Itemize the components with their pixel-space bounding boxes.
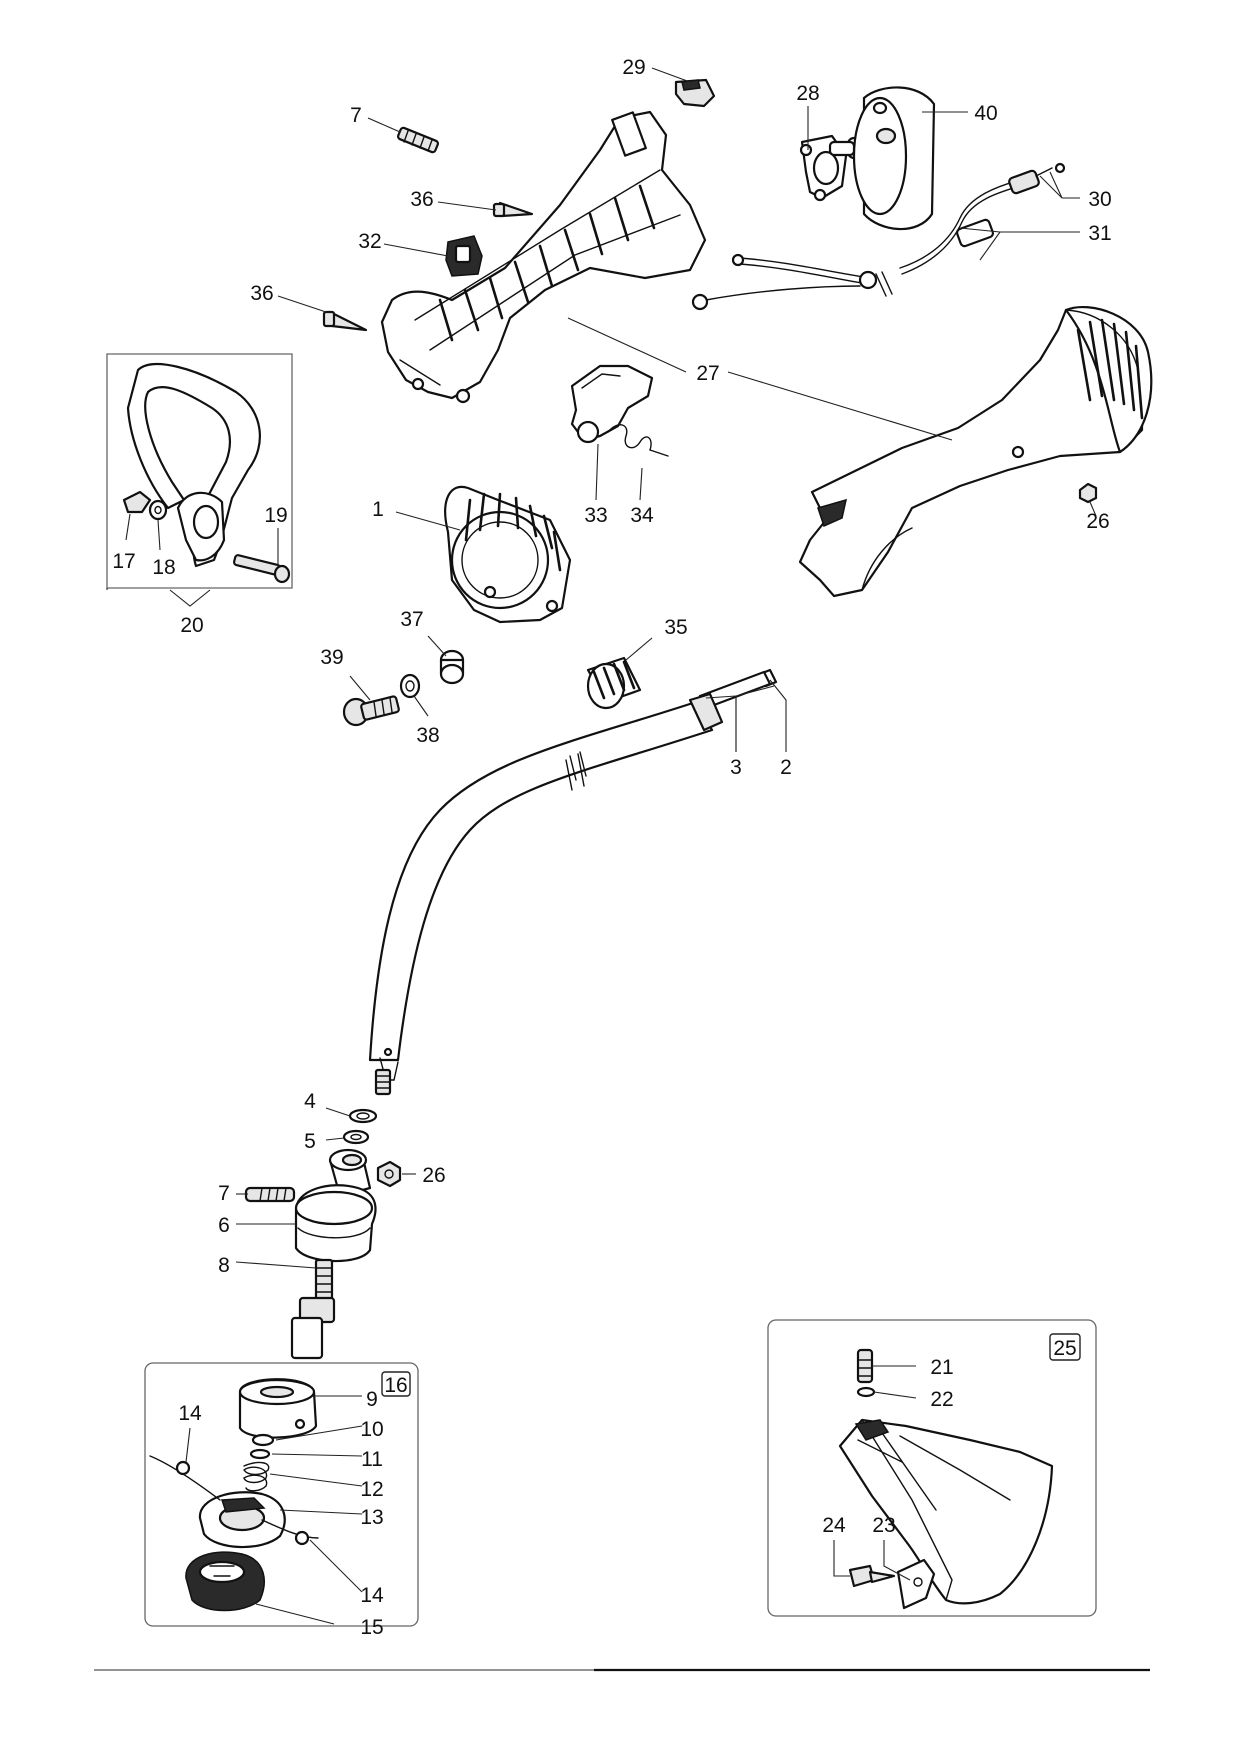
callout-5: 5 xyxy=(304,1130,316,1153)
callout-23: 23 xyxy=(872,1514,895,1537)
part-29-cap xyxy=(674,78,716,108)
callout-36-bottom: 36 xyxy=(250,282,273,305)
callout-11: 11 xyxy=(361,1448,383,1471)
callout-10: 10 xyxy=(360,1418,383,1441)
callout-32: 32 xyxy=(358,230,381,253)
callout-14-bottom: 14 xyxy=(360,1584,384,1607)
part-18-washer xyxy=(148,499,168,521)
callout-25: 25 xyxy=(1053,1337,1076,1360)
callout-27: 27 xyxy=(696,362,719,385)
kit-16-trimmer-head-box xyxy=(144,1362,419,1627)
part-11-washer xyxy=(249,1448,271,1460)
part-27-housing-half-upper xyxy=(380,110,707,404)
part-37-bushing xyxy=(439,649,465,685)
callout-7-top: 7 xyxy=(350,104,362,127)
callout-21: 21 xyxy=(930,1356,953,1379)
part-13-spool xyxy=(198,1491,286,1549)
part-26-nut-upper xyxy=(1078,482,1098,504)
part-12-spring xyxy=(243,1461,270,1492)
part-24-screw xyxy=(848,1564,896,1588)
callout-31: 31 xyxy=(1088,222,1111,245)
part-14-line xyxy=(149,1455,319,1546)
part-35-coupling xyxy=(586,656,642,710)
callout-22: 22 xyxy=(930,1388,953,1411)
callout-4: 4 xyxy=(304,1090,316,1113)
callout-labels: 1 2 3 4 5 6 7 7 8 9 10 11 12 13 14 14 15… xyxy=(112,56,1111,1639)
part-8-arbor xyxy=(290,1258,336,1360)
part-3-tube xyxy=(368,692,724,1096)
callout-9: 9 xyxy=(366,1388,378,1411)
callout-24: 24 xyxy=(822,1514,846,1537)
callout-30: 30 xyxy=(1088,188,1111,211)
callout-34: 34 xyxy=(630,504,654,527)
part-5-washer xyxy=(342,1129,370,1145)
part-4-washer xyxy=(348,1108,378,1124)
part-guard-shield xyxy=(838,1418,1054,1605)
part-36-screw-upper xyxy=(492,201,534,218)
callout-18: 18 xyxy=(152,556,175,579)
part-36-screw-lower xyxy=(322,310,368,332)
part-32-switch xyxy=(445,235,483,277)
fan-cover-fins xyxy=(464,492,562,572)
housing-fins xyxy=(1076,318,1144,420)
part-38-washer xyxy=(399,673,421,699)
part-34-spring xyxy=(607,424,669,457)
part-22-washer xyxy=(856,1386,876,1398)
callout-26-bottom: 26 xyxy=(422,1164,445,1187)
part-10-washer xyxy=(251,1433,275,1447)
callout-39: 39 xyxy=(320,646,343,669)
callout-38: 38 xyxy=(416,724,439,747)
part-9-spool-cover xyxy=(238,1378,318,1439)
callout-29: 29 xyxy=(622,56,645,79)
part-6-gear-head xyxy=(294,1148,377,1263)
callout-8: 8 xyxy=(218,1254,230,1277)
callout-14-top: 14 xyxy=(178,1402,202,1425)
callout-6: 6 xyxy=(218,1214,230,1237)
part-1-fan-cover xyxy=(444,485,572,624)
part-27-housing-half-lower xyxy=(798,305,1153,598)
callout-36-top: 36 xyxy=(410,188,433,211)
callout-33: 33 xyxy=(584,504,607,527)
housing-ribs xyxy=(438,184,656,342)
part-23-blade-clip xyxy=(896,1558,936,1610)
callout-35: 35 xyxy=(664,616,687,639)
callout-37: 37 xyxy=(400,608,423,631)
part-40-clutch-drum xyxy=(828,86,936,231)
callout-13: 13 xyxy=(360,1506,383,1529)
part-19-bolt xyxy=(233,554,291,584)
kit-20-handle-box xyxy=(106,353,293,607)
callout-12: 12 xyxy=(360,1478,383,1501)
part-33-trigger xyxy=(570,364,654,444)
callout-3: 3 xyxy=(730,756,742,779)
callout-16: 16 xyxy=(384,1374,407,1397)
leader-lines xyxy=(125,67,1097,1625)
part-17-wing-nut xyxy=(122,490,152,514)
callout-15: 15 xyxy=(360,1616,383,1639)
part-15-spool-base xyxy=(185,1551,265,1612)
part-7-screw-lower xyxy=(244,1186,296,1203)
callout-7-bottom: 7 xyxy=(218,1182,230,1205)
callout-20: 20 xyxy=(180,614,203,637)
callout-2: 2 xyxy=(780,756,792,779)
part-26-nut-lower xyxy=(376,1160,402,1188)
kit-25-guard-box xyxy=(767,1319,1097,1617)
part-21-screw xyxy=(856,1348,874,1384)
part-39-screw xyxy=(342,695,400,727)
callout-26-top: 26 xyxy=(1086,510,1109,533)
callout-17: 17 xyxy=(112,550,135,573)
callout-19: 19 xyxy=(264,504,287,527)
callout-28: 28 xyxy=(796,82,819,105)
part-30-31-wire-harness xyxy=(691,162,1066,311)
callout-40: 40 xyxy=(974,102,997,125)
part-20-front-handle xyxy=(126,362,262,568)
callout-1: 1 xyxy=(372,498,384,521)
part-7-screw-top xyxy=(397,126,439,154)
